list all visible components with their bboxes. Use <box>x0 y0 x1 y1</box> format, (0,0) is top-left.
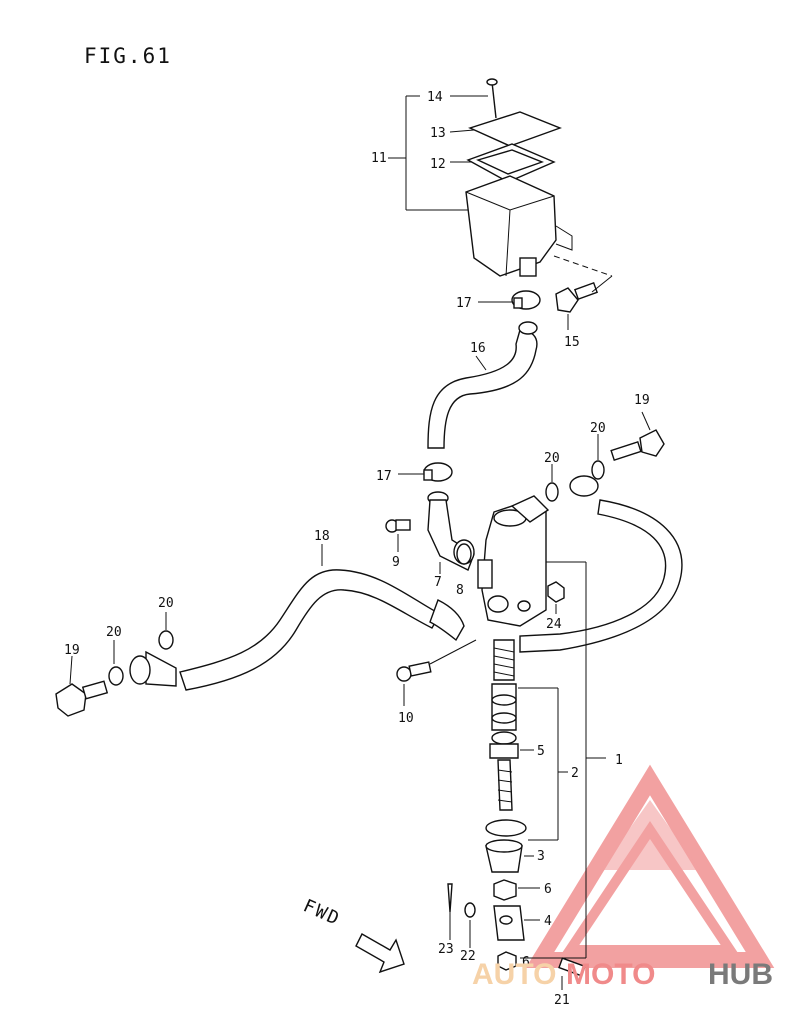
bolt-15 <box>553 255 613 330</box>
figure-title: FIG.61 <box>84 44 172 68</box>
nut-24 <box>547 581 565 603</box>
forward-arrow: FWD <box>300 895 405 974</box>
svg-text:HUB: HUB <box>708 958 773 991</box>
o-ring-8 <box>456 543 472 565</box>
callout-10: 10 <box>398 711 414 726</box>
callout-labels: 14 13 12 11 17 15 16 17 19 20 20 9 7 8 1… <box>64 90 650 1008</box>
brake-hose-18 <box>129 544 465 691</box>
callout-13: 13 <box>430 126 446 141</box>
boot-3 <box>485 839 523 873</box>
cotter-pin-23 <box>447 883 453 913</box>
callout-18: 18 <box>314 529 330 544</box>
callout-23: 23 <box>438 942 454 957</box>
callout-12: 12 <box>430 157 446 172</box>
callout-19-left: 19 <box>64 643 80 658</box>
nut-6-lower <box>497 951 517 971</box>
washer-20-left-b <box>158 630 174 650</box>
washer-20-left-a <box>108 666 124 686</box>
bolt-10 <box>396 639 477 706</box>
piston-spring-stack <box>489 639 519 811</box>
callout-6-lower: 6 <box>522 955 530 970</box>
callout-20-left-b: 20 <box>158 596 174 611</box>
callout-2: 2 <box>571 766 579 781</box>
callout-11: 11 <box>371 151 387 166</box>
callout-20-right-a: 20 <box>590 421 606 436</box>
callout-19-right: 19 <box>634 393 650 408</box>
nut-6-upper <box>493 879 517 901</box>
master-cylinder-body <box>477 495 550 627</box>
bracket-leaders <box>449 561 606 990</box>
banjo-bolt-19-right <box>610 411 665 461</box>
callout-4: 4 <box>544 914 552 929</box>
banjo-bolt-19-left <box>55 655 109 717</box>
callout-20-right-b: 20 <box>544 451 560 466</box>
callout-15: 15 <box>564 335 580 350</box>
callout-6-upper: 6 <box>544 882 552 897</box>
callout-20-left-a: 20 <box>106 625 122 640</box>
callout-9: 9 <box>392 555 400 570</box>
callout-5: 5 <box>537 744 545 759</box>
callout-14: 14 <box>427 90 443 105</box>
callout-7: 7 <box>434 575 442 590</box>
callout-3: 3 <box>537 849 545 864</box>
brake-hose-right <box>519 475 683 653</box>
circlip <box>485 819 527 837</box>
callout-16: 16 <box>470 341 486 356</box>
clamp-17-lower <box>398 462 453 482</box>
callout-21: 21 <box>554 993 570 1008</box>
clevis-4 <box>493 905 525 941</box>
watermark-text: AUTO MOTO HUB <box>472 958 773 991</box>
callout-17-upper: 17 <box>456 296 472 311</box>
callout-17-lower: 17 <box>376 469 392 484</box>
callout-1: 1 <box>615 753 623 768</box>
svg-text:FWD: FWD <box>300 895 344 930</box>
reservoir-assembly <box>388 78 573 277</box>
callout-24: 24 <box>546 617 562 632</box>
watermark-logo <box>525 764 775 968</box>
svg-text:AUTO: AUTO <box>472 958 556 991</box>
callout-8: 8 <box>456 583 464 598</box>
bolt-9 <box>385 519 411 552</box>
hose-16 <box>427 321 538 449</box>
callout-22: 22 <box>460 949 476 964</box>
washer-22 <box>464 902 476 918</box>
washer-20-right-a <box>591 460 605 480</box>
svg-text:MOTO: MOTO <box>566 958 655 991</box>
washer-20-right-b <box>545 482 559 502</box>
clamp-17-upper <box>478 290 541 310</box>
pin-21 <box>558 957 586 977</box>
